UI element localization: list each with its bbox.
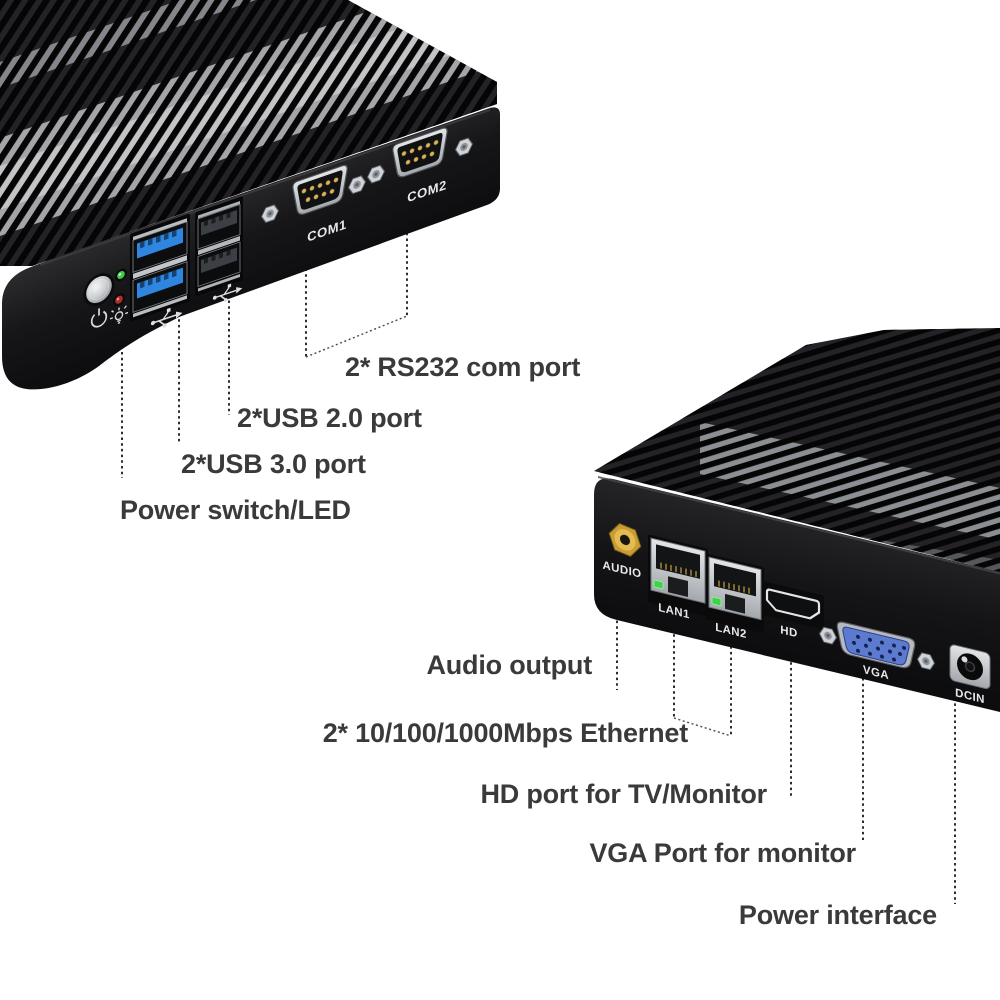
leader-ethernet-diagonal [673, 717, 732, 737]
usb2-ports [195, 196, 243, 296]
lan1-port [648, 534, 708, 617]
power-button [83, 273, 115, 306]
audio-jack [608, 522, 642, 557]
hdmi-port [762, 581, 824, 630]
power-led-green [115, 268, 127, 282]
power-led-red [113, 293, 125, 307]
annotation-hd: HD port for TV/Monitor [480, 779, 767, 809]
annotation-rs232: 2* RS232 com port [345, 352, 581, 382]
vga-label: VGA [863, 663, 889, 682]
annotation-power-interface: Power interface [738, 900, 937, 930]
leader-rs232-diagonal [305, 315, 408, 358]
lan2-port [706, 553, 764, 633]
led-bulb-icon [110, 305, 128, 324]
front-device: COM1 COM2 [0, 0, 500, 390]
rear-face: AUDIO LAN1 [594, 475, 1000, 730]
rear-device: AUDIO LAN1 [594, 328, 1000, 730]
vga-port [818, 621, 936, 672]
annotation-power-switch: Power switch/LED [120, 495, 351, 525]
power-icon [90, 308, 108, 328]
usb3-ports [130, 213, 190, 322]
dcin-port [949, 644, 991, 690]
annotation-audio: Audio output [426, 650, 592, 680]
annotation-usb20: 2*USB 2.0 port [237, 403, 422, 433]
annotation-vga: VGA Port for monitor [589, 838, 857, 868]
annotation-ethernet: 2* 10/100/1000Mbps Ethernet [322, 718, 688, 748]
front-face: COM1 COM2 [2, 107, 500, 390]
hd-label: HD [780, 623, 797, 640]
annotation-usb30: 2*USB 3.0 port [181, 449, 366, 479]
